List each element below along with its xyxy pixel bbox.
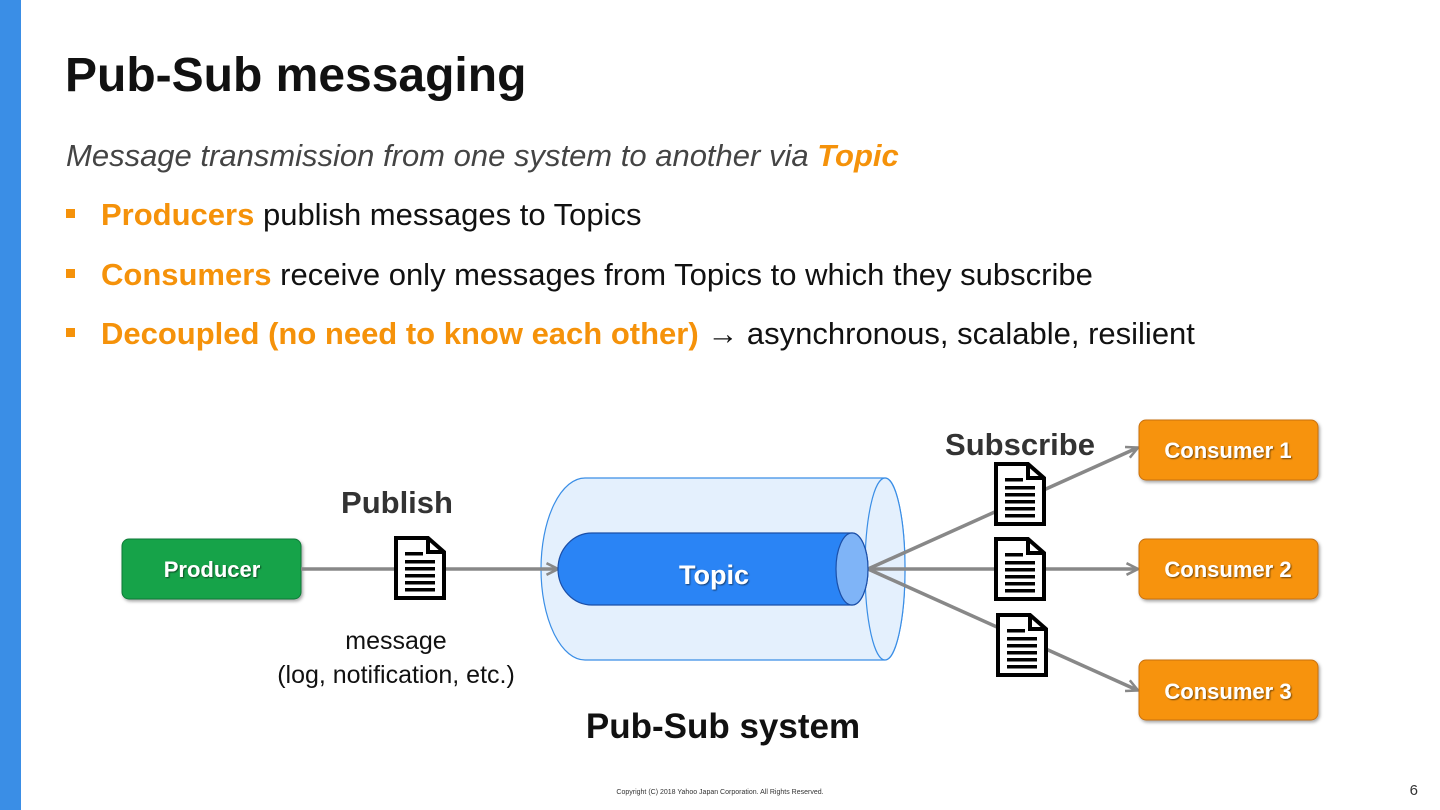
bullet-text: → asynchronous, scalable, resilient [698, 316, 1195, 351]
slide-title: Pub-Sub messaging [65, 49, 527, 102]
producer-label: Producer [164, 557, 261, 582]
bullet-text: receive only messages from Topics to whi… [271, 257, 1093, 292]
subscribe-label: Subscribe [945, 427, 1095, 462]
consumer-box-2[interactable]: Consumer 2 [1138, 538, 1319, 600]
consumer-label: Consumer 3 [1164, 679, 1291, 704]
bullet-marker [66, 209, 75, 219]
accent-bar [0, 0, 21, 810]
consumer-label: Consumer 1 [1164, 438, 1291, 463]
document-icon [394, 536, 446, 600]
publish-label: Publish [341, 485, 453, 520]
slide-subtitle: Message transmission from one system to … [66, 138, 899, 174]
topic-cylinder[interactable]: Topic [557, 532, 869, 606]
bullet-producers: Producers publish messages to Topics [66, 197, 641, 233]
bullet-highlight: Decoupled (no need to know each other) [101, 316, 699, 351]
consumer-box-3[interactable]: Consumer 3 [1138, 659, 1319, 721]
bullet-decoupled: Decoupled (no need to know each other) →… [66, 316, 1195, 352]
consumer-box-1[interactable]: Consumer 1 [1138, 419, 1319, 481]
bullet-marker [66, 269, 75, 279]
document-icon [994, 537, 1046, 601]
bullet-text: publish messages to Topics [254, 197, 642, 232]
page-number: 6 [1409, 782, 1418, 799]
copyright-footer: Copyright (C) 2018 Yahoo Japan Corporati… [616, 789, 824, 796]
producer-box[interactable]: Producer [121, 538, 302, 600]
message-sublabel: (log, notification, etc.) [277, 661, 515, 689]
system-label: Pub-Sub system [586, 707, 860, 746]
document-icon [994, 462, 1046, 526]
bullet-highlight: Producers [101, 197, 255, 232]
document-icon [996, 613, 1048, 677]
bullet-consumers: Consumers receive only messages from Top… [66, 257, 1093, 293]
subtitle-text: Message transmission from one system to … [66, 138, 818, 173]
topic-label: Topic [679, 560, 749, 590]
message-label: message [345, 627, 446, 655]
consumer-label: Consumer 2 [1164, 557, 1291, 582]
bullet-highlight: Consumers [101, 257, 272, 292]
bullet-marker [66, 328, 75, 338]
subtitle-highlight: Topic [817, 138, 899, 173]
